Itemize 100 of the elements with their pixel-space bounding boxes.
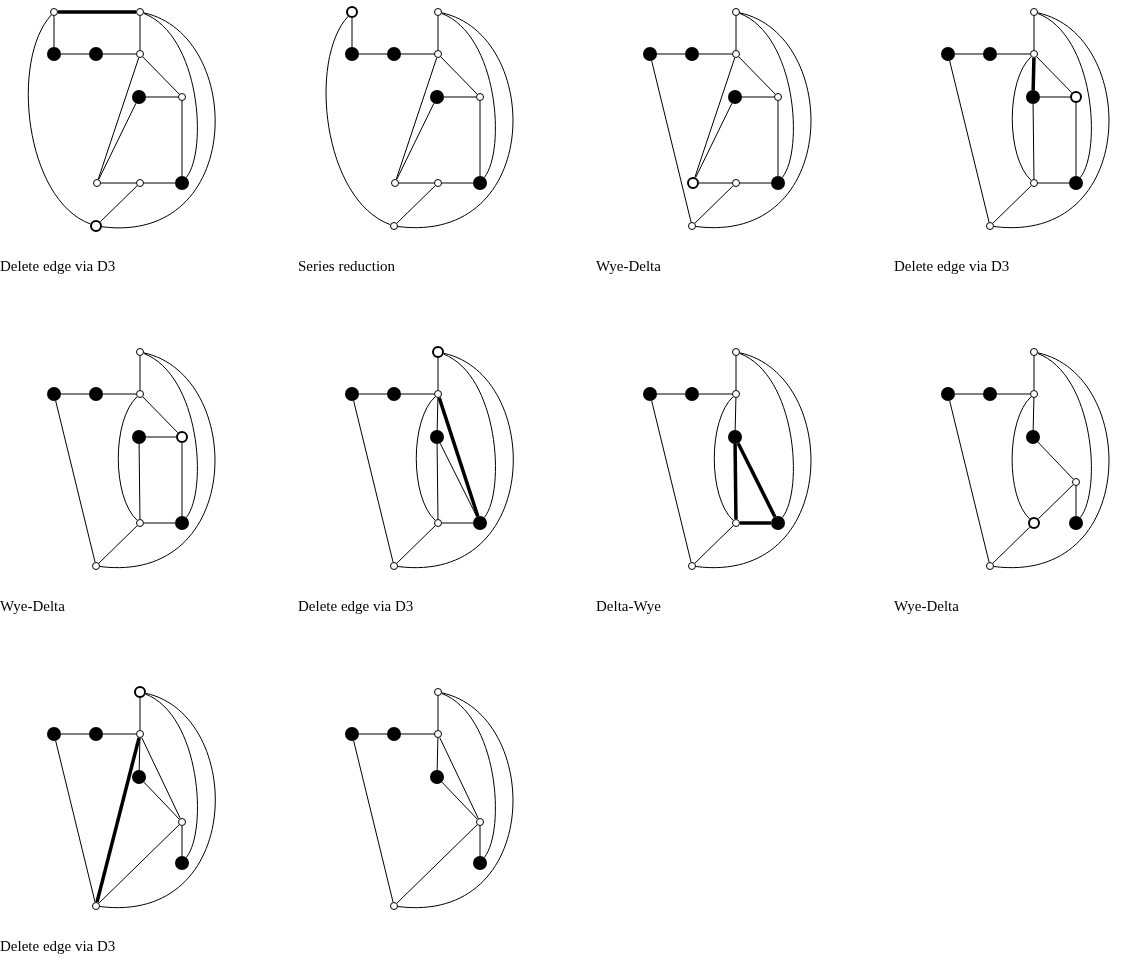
edge-line xyxy=(145,436,177,438)
curved-edge xyxy=(739,12,794,178)
edge-line xyxy=(102,53,137,55)
edge-line xyxy=(139,697,141,731)
edge-line xyxy=(1036,56,1073,94)
filled-vertex xyxy=(1026,430,1040,444)
curved-edge xyxy=(397,12,513,228)
curved-edge xyxy=(145,693,198,858)
highlighted-vertex xyxy=(134,686,146,698)
highlighted-edge xyxy=(437,397,480,517)
edge-line xyxy=(440,56,478,95)
edge-line xyxy=(651,400,692,563)
edge-line xyxy=(396,185,436,224)
vertex xyxy=(732,50,740,58)
filled-vertex xyxy=(685,47,699,61)
edge-line xyxy=(1033,15,1035,51)
filled-vertex xyxy=(387,47,401,61)
vertex xyxy=(391,179,399,187)
filled-vertex xyxy=(89,387,103,401)
filled-vertex xyxy=(430,430,444,444)
edge-line xyxy=(734,397,737,431)
edge-line xyxy=(698,393,733,395)
edge-line xyxy=(143,182,176,184)
edge-line xyxy=(1037,441,1074,480)
edge-line xyxy=(99,185,138,223)
edge-line xyxy=(436,397,439,431)
vertex xyxy=(732,8,740,16)
vertex xyxy=(93,179,101,187)
edge-line xyxy=(98,824,180,904)
vertex xyxy=(178,818,186,826)
panel-caption: Series reduction xyxy=(298,258,396,275)
curved-edge xyxy=(117,396,138,521)
vertex xyxy=(136,519,144,527)
vertex xyxy=(1030,348,1038,356)
filled-vertex xyxy=(728,430,742,444)
filled-vertex xyxy=(643,387,657,401)
filled-vertex xyxy=(47,387,61,401)
curved-edge xyxy=(143,12,198,178)
edge-line xyxy=(949,60,990,223)
vertex xyxy=(434,688,442,696)
filled-vertex xyxy=(430,90,444,104)
vertex xyxy=(136,8,144,16)
edge-line xyxy=(396,824,478,904)
edge-line xyxy=(353,740,394,903)
vertex xyxy=(1030,179,1038,187)
curved-edge xyxy=(99,692,216,908)
edge-line xyxy=(398,182,435,184)
edge-line xyxy=(694,57,736,178)
filled-vertex xyxy=(983,387,997,401)
edge-line xyxy=(351,17,353,48)
edge-line xyxy=(735,15,737,51)
curved-edge xyxy=(1011,56,1032,181)
edge-line xyxy=(102,393,137,395)
filled-vertex xyxy=(771,176,785,190)
edge-line xyxy=(443,96,477,98)
curved-edge xyxy=(993,12,1109,228)
vertex xyxy=(732,348,740,356)
vertex xyxy=(178,93,186,101)
edge-line xyxy=(142,396,179,434)
panel-caption: Wye-Delta xyxy=(596,258,661,275)
vertex xyxy=(434,8,442,16)
filled-vertex xyxy=(132,430,146,444)
edge-line xyxy=(1032,397,1035,431)
edge-line xyxy=(1037,484,1074,520)
panel-caption: Delta-Wye xyxy=(596,598,661,615)
curved-edge xyxy=(443,353,496,518)
filled-vertex xyxy=(47,47,61,61)
vertex xyxy=(732,390,740,398)
panel-caption: Wye-Delta xyxy=(894,598,959,615)
curved-edge xyxy=(325,15,391,226)
curved-edge xyxy=(695,352,811,568)
edge-line xyxy=(143,522,176,524)
edge-line xyxy=(739,182,772,184)
panel-caption: Delete edge via D3 xyxy=(0,938,116,955)
edge-line xyxy=(439,442,478,518)
edge-line xyxy=(441,182,474,184)
edge-line xyxy=(735,355,737,391)
edge-line xyxy=(437,357,439,391)
vertex xyxy=(92,902,100,910)
edge-line xyxy=(60,393,90,395)
edge-line xyxy=(139,15,141,51)
edge-line xyxy=(358,393,388,395)
edge-line xyxy=(479,100,481,177)
curved-edge xyxy=(415,396,436,521)
vertex xyxy=(390,222,398,230)
edge-line xyxy=(694,185,734,224)
vertex xyxy=(1030,390,1038,398)
filled-vertex xyxy=(345,727,359,741)
curved-edge xyxy=(1037,352,1092,518)
edge-line xyxy=(400,733,435,735)
edge-line xyxy=(400,53,435,55)
highlighted-vertex xyxy=(1028,517,1040,529)
edge-line xyxy=(395,57,438,180)
filled-vertex xyxy=(47,727,61,741)
edge-line xyxy=(143,781,180,820)
vertex xyxy=(1030,8,1038,16)
highlighted-edge xyxy=(58,10,136,14)
vertex xyxy=(390,562,398,570)
edge-line xyxy=(954,393,984,395)
vertex xyxy=(92,562,100,570)
